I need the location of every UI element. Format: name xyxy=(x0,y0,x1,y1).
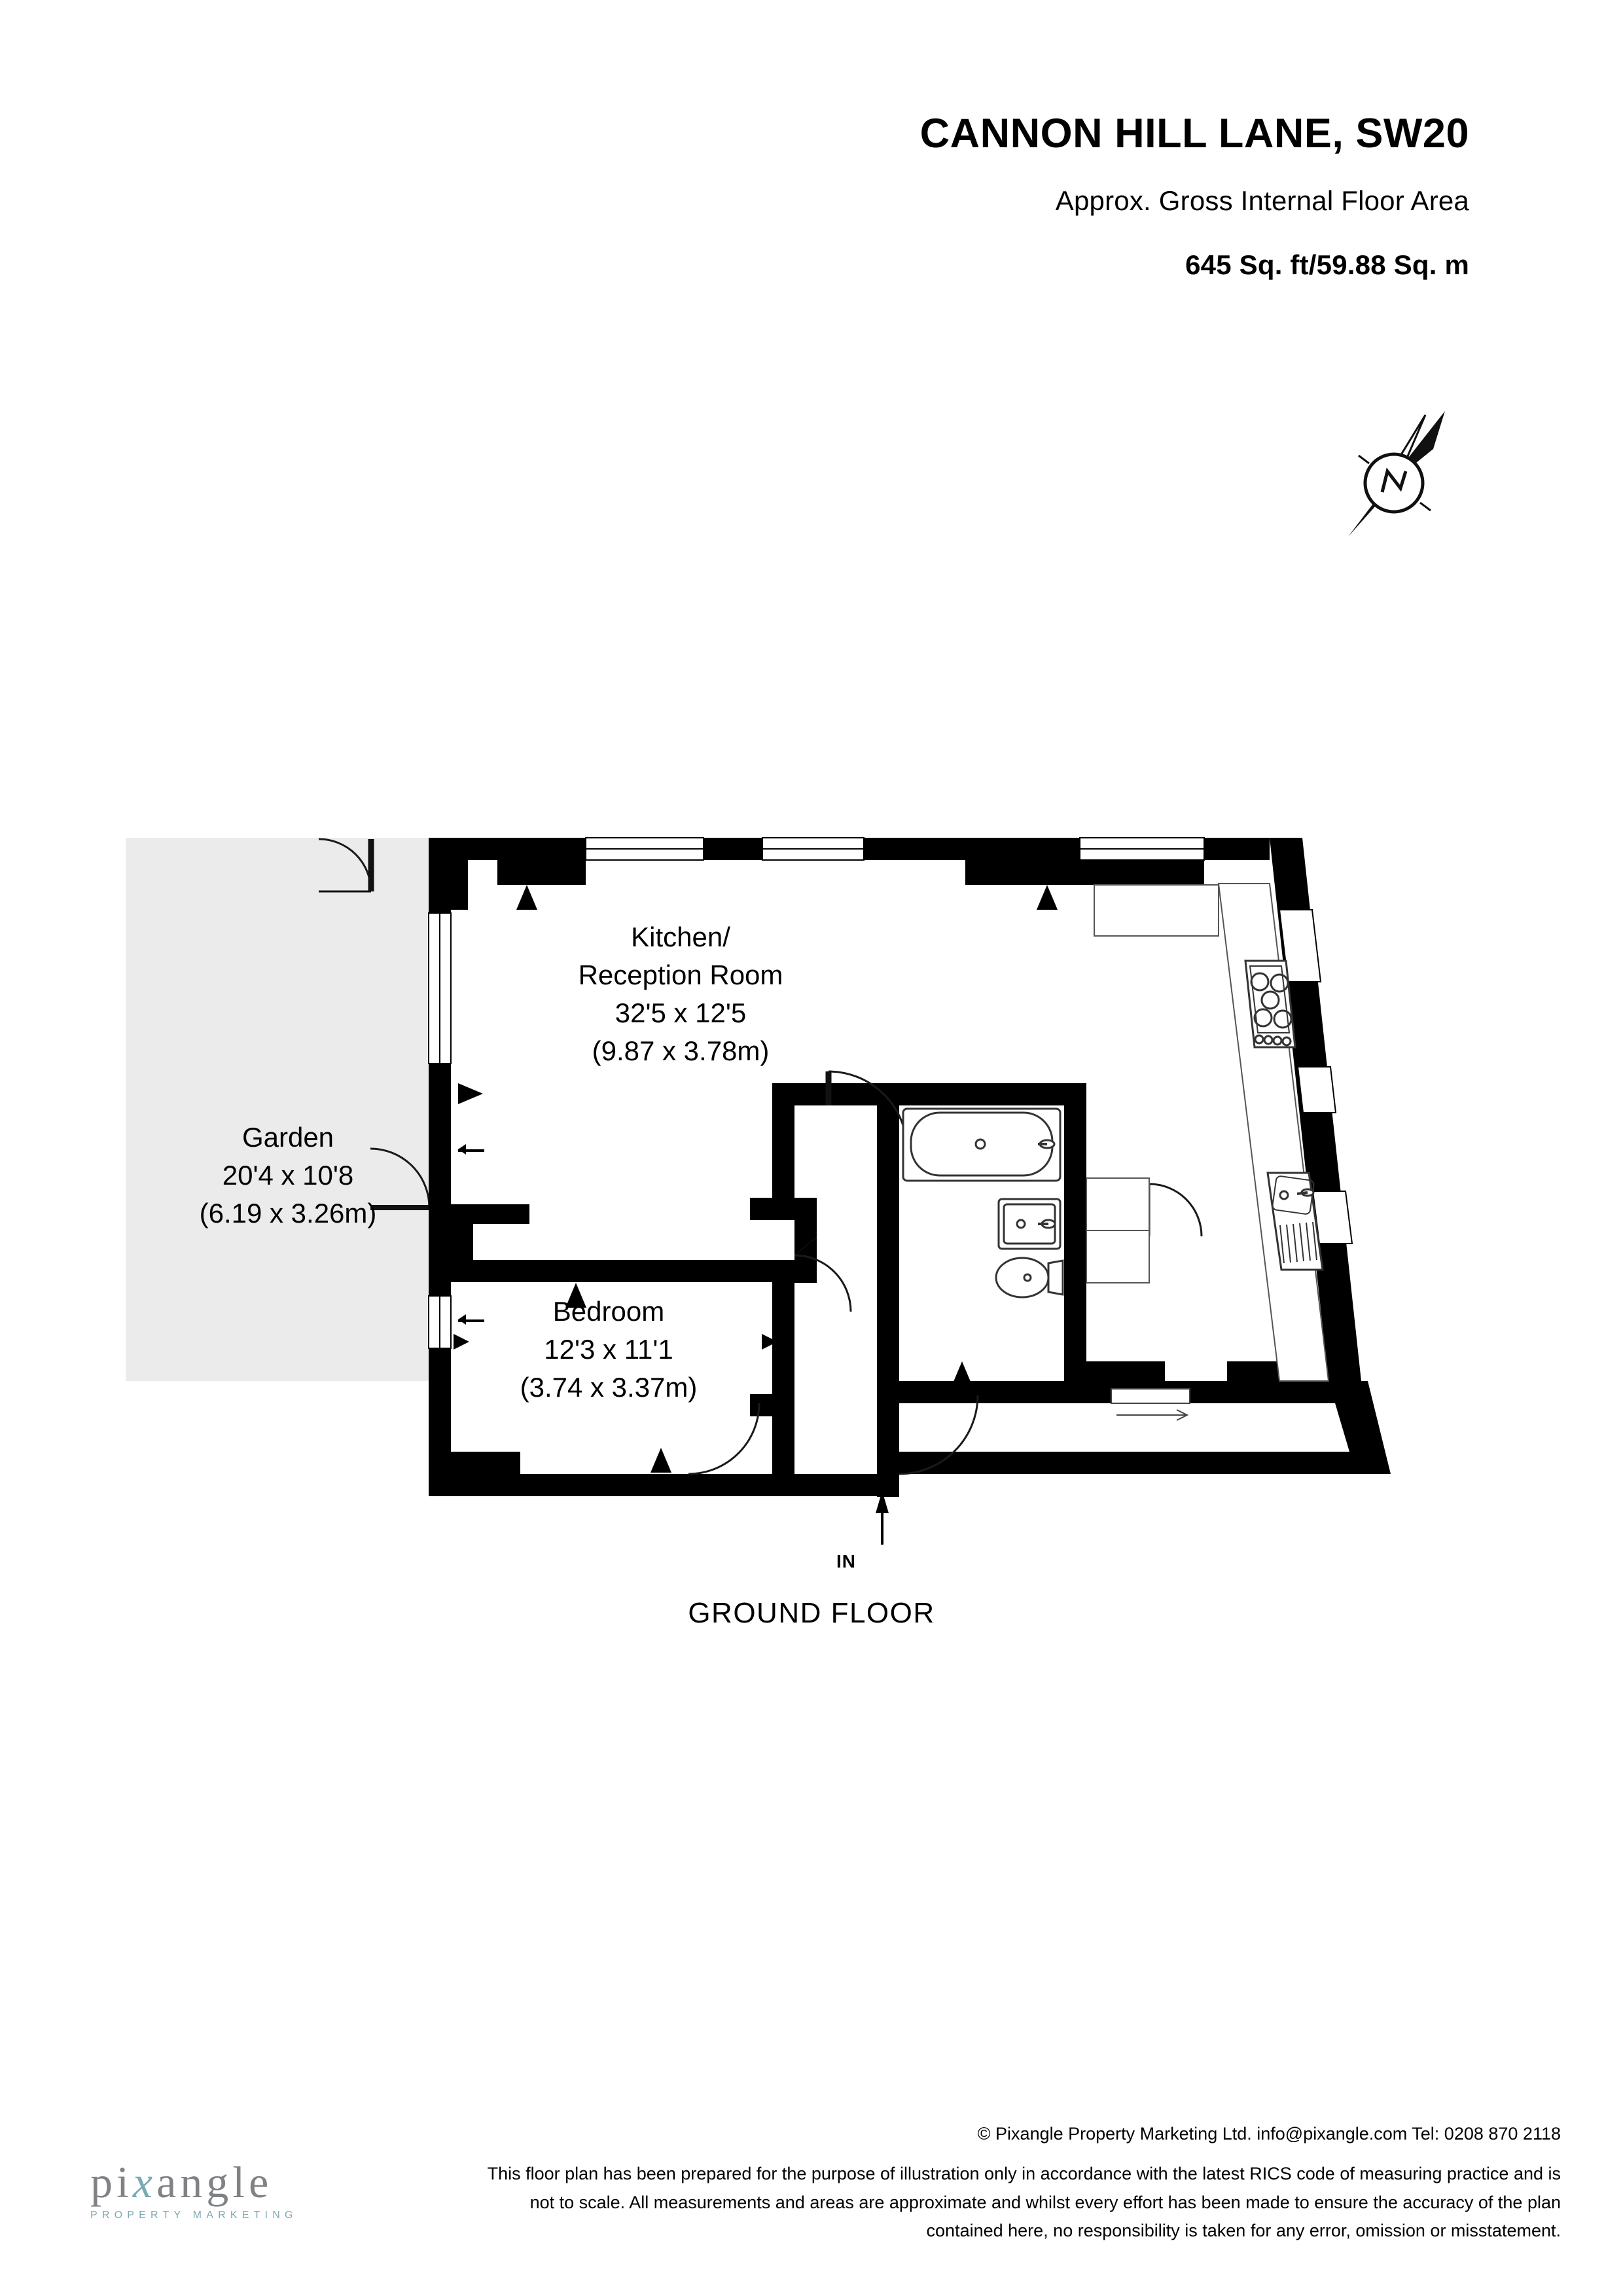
garden-name: Garden xyxy=(242,1122,334,1153)
bedroom-dim-metric: (3.74 x 3.37m) xyxy=(520,1372,698,1403)
bathroom-fixtures xyxy=(902,1107,1064,1299)
logo-word-post: angle xyxy=(156,2157,273,2207)
kitchen-name-line1: Kitchen/ xyxy=(631,922,730,952)
entrance-label: IN xyxy=(836,1551,856,1571)
bedroom-dim-imperial: 12'3 x 11'1 xyxy=(544,1334,673,1365)
kitchen-name-line2: Reception Room xyxy=(579,960,783,990)
garden-dim-imperial: 20'4 x 10'8 xyxy=(223,1160,354,1191)
interior-walls xyxy=(451,1083,1345,1474)
garden-dim-metric: (6.19 x 3.26m) xyxy=(200,1198,377,1229)
room-labels: Garden 20'4 x 10'8 (6.19 x 3.26m) Kitche… xyxy=(200,922,783,1403)
disclaimer-line-3: contained here, no responsibility is tak… xyxy=(926,2221,1561,2241)
garden-area xyxy=(126,838,440,1381)
disclaimer-text: This floor plan has been prepared for th… xyxy=(383,2160,1561,2246)
copyright-text: © Pixangle Property Marketing Ltd. info@… xyxy=(977,2124,1561,2144)
logo-word-x: x xyxy=(132,2157,157,2207)
logo-tagline: PROPERTY MARKETING xyxy=(90,2210,298,2221)
bedroom-name: Bedroom xyxy=(553,1296,664,1327)
logo-wordmark: pixangle xyxy=(90,2160,365,2204)
north-arrow-icon: N xyxy=(1329,406,1459,543)
kitchen-dim-metric: (9.87 x 3.78m) xyxy=(592,1035,770,1066)
entrance-arrow-icon xyxy=(876,1491,889,1545)
floorplan: Garden 20'4 x 10'8 (6.19 x 3.26m) Kitche… xyxy=(0,785,1623,1571)
logo-word-pre: pi xyxy=(90,2157,133,2207)
floor-caption: GROUND FLOOR xyxy=(688,1597,935,1629)
page-title: CANNON HILL LANE, SW20 xyxy=(919,111,1469,156)
header-block: CANNON HILL LANE, SW20 Approx. Gross Int… xyxy=(553,111,1469,281)
pixangle-logo: pixangle PROPERTY MARKETING xyxy=(90,2160,365,2221)
floorplan-svg: Garden 20'4 x 10'8 (6.19 x 3.26m) Kitche… xyxy=(126,837,1391,1545)
disclaimer-line-1: This floor plan has been prepared for th… xyxy=(487,2164,1561,2183)
area-value: 645 Sq. ft/59.88 Sq. m xyxy=(1185,249,1469,281)
kitchen-fixtures xyxy=(1086,883,1330,1421)
kitchen-dim-imperial: 32'5 x 12'5 xyxy=(615,997,747,1028)
disclaimer-line-2: not to scale. All measurements and areas… xyxy=(529,2192,1561,2212)
area-label: Approx. Gross Internal Floor Area xyxy=(1055,185,1469,217)
exterior-walls xyxy=(428,837,1391,1497)
